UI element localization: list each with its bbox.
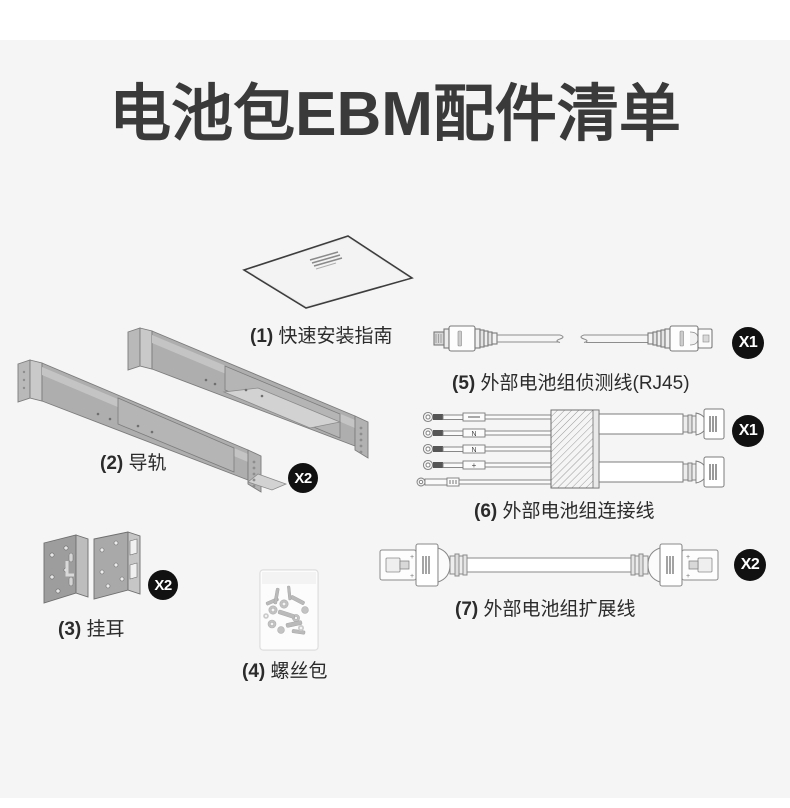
manual-document-icon xyxy=(236,232,416,312)
item-1-caption-text: (1) 快速安装指南 xyxy=(250,326,393,347)
svg-text:+: + xyxy=(472,461,477,470)
item-6-caption: (6) 外部电池组连接线 xyxy=(474,500,655,524)
item-3-caption: (3) 挂耳 xyxy=(58,618,125,642)
item-7-caption: (7) 外部电池组扩展线 xyxy=(455,598,636,622)
item-4-caption-text: (4) 螺丝包 xyxy=(242,661,328,682)
rail-pair-icon xyxy=(10,318,370,498)
mounting-bracket-icon xyxy=(36,531,146,613)
svg-text:+: + xyxy=(686,573,690,580)
item-5-caption: (5) 外部电池组侦测线(RJ45) xyxy=(452,372,690,396)
svg-text:N: N xyxy=(471,431,476,438)
rj45-detection-cable-icon xyxy=(432,318,724,364)
item-2-caption-text: (2) 导轨 xyxy=(100,453,167,474)
item-3-caption-text: (3) 挂耳 xyxy=(58,619,125,640)
svg-text:N: N xyxy=(471,447,476,454)
page-title: 电池包EBM配件清单 xyxy=(109,80,681,149)
svg-text:+: + xyxy=(686,554,690,561)
item-4-caption: (4) 螺丝包 xyxy=(242,660,328,684)
svg-text:+: + xyxy=(410,573,414,580)
item-5-caption-text: (5) 外部电池组侦测线(RJ45) xyxy=(452,373,690,394)
item-1-caption: (1) 快速安装指南 xyxy=(250,325,393,349)
item-7-caption-text: (7) 外部电池组扩展线 xyxy=(455,599,636,620)
item-2-caption: (2) 导轨 xyxy=(100,452,167,476)
item-6-caption-text: (6) 外部电池组连接线 xyxy=(474,501,655,522)
svg-text:+: + xyxy=(410,554,414,561)
battery-extension-cable-icon: + + xyxy=(378,540,720,592)
item-7-quantity-badge: X2 xyxy=(734,549,766,581)
item-5-quantity-badge: X1 xyxy=(732,327,764,359)
item-6-quantity-badge: X1 xyxy=(732,415,764,447)
battery-connection-cable-icon: N N + xyxy=(416,408,725,502)
item-3-quantity-badge: X2 xyxy=(148,570,178,600)
screw-bag-icon xyxy=(248,568,334,658)
item-2-quantity-badge: X2 xyxy=(288,463,318,493)
